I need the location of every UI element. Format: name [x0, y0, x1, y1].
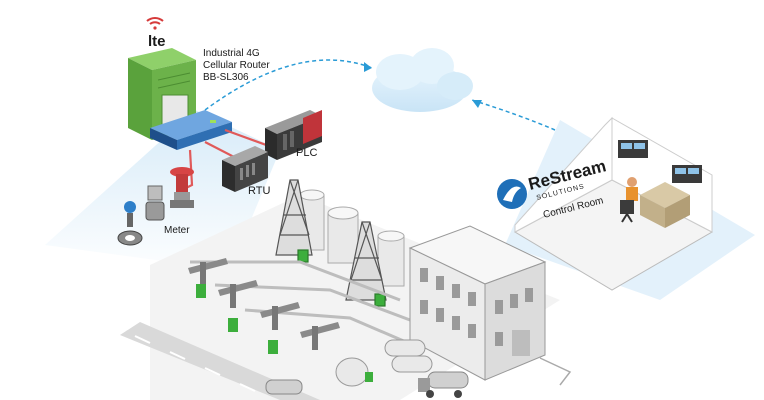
rtu-label: RTU: [248, 185, 270, 197]
lte-badge-text: lte: [148, 33, 166, 50]
control-room: [513, 116, 714, 291]
wifi-signal-icon: [146, 17, 164, 30]
meter-label: Meter: [164, 225, 190, 236]
router-device: [150, 110, 232, 150]
derrick-left: [275, 179, 313, 263]
router-cabinet: [128, 48, 196, 140]
plc-label: PLC: [296, 147, 317, 159]
valve-device: [170, 167, 194, 208]
road-truck: [265, 379, 303, 395]
pumpjacks: [188, 258, 340, 354]
meter-device: [117, 185, 165, 246]
router-label-line2: Cellular Router: [203, 60, 270, 71]
rtu-device: [222, 146, 268, 192]
tanker-truck: [418, 371, 469, 398]
processing-tanks: [335, 339, 433, 387]
lte-badge-icon: lte: [148, 33, 166, 50]
router-label-line1: Industrial 4G: [203, 48, 260, 59]
restream-logo-icon: [497, 179, 527, 209]
site-fence: [539, 357, 572, 386]
cloud-icon: [372, 48, 473, 112]
office-building: [408, 225, 547, 381]
link-arrow-cloud: [364, 62, 372, 72]
router-label-line3: BB-SL306: [203, 72, 249, 83]
data-links: [204, 59, 556, 131]
derrick-right: [345, 221, 387, 307]
link-arrow-up: [472, 100, 482, 108]
